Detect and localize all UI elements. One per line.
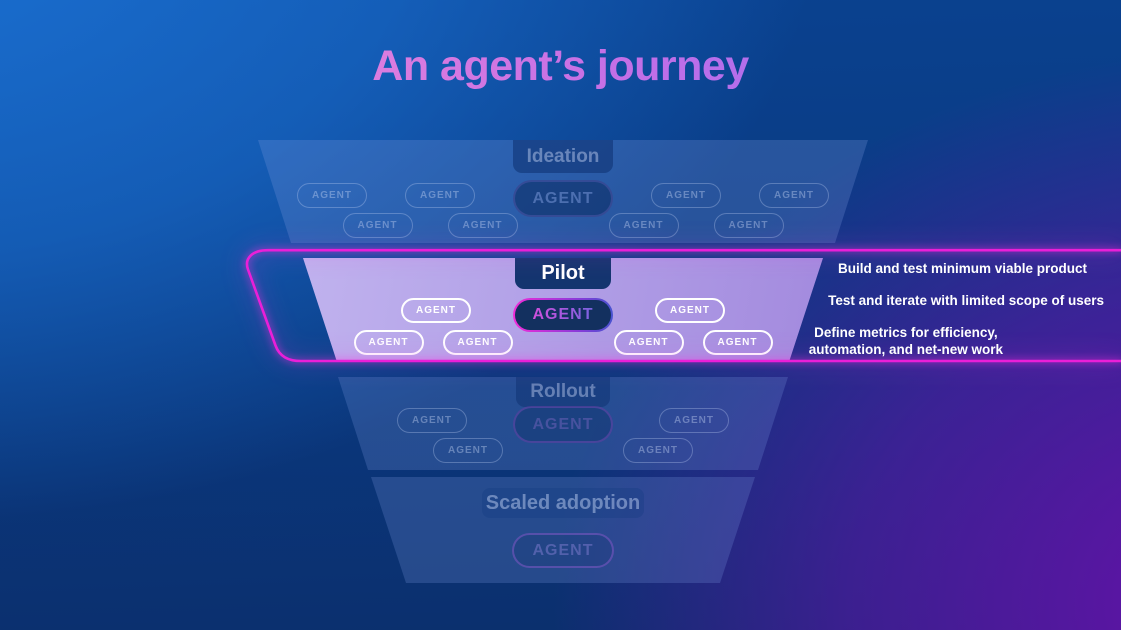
stage-label-scaled-adoption: Scaled adoption xyxy=(482,488,644,518)
annotation-define-metrics-line2: automation, and net-new work xyxy=(808,342,1003,357)
annotation-define-metrics-line1: Define metrics for efficiency, xyxy=(814,325,998,340)
annotation-define-metrics: Define metrics for efficiency, automatio… xyxy=(809,324,1003,358)
agent-pill-highlighted: AGENT xyxy=(513,298,613,332)
agent-pill-center: AGENT xyxy=(513,406,613,443)
agent-pill: AGENT xyxy=(297,183,367,208)
agent-pill: AGENT xyxy=(609,213,679,238)
agent-pill: AGENT xyxy=(448,213,518,238)
stage-label-pilot: Pilot xyxy=(515,258,611,289)
agent-pill: AGENT xyxy=(759,183,829,208)
agent-pill: AGENT xyxy=(397,408,467,433)
funnel-stage-ideation: Ideation AGENT AGENT AGENT AGENT AGENT A… xyxy=(258,140,868,243)
funnel-stage-scaled-adoption: Scaled adoption AGENT xyxy=(371,477,755,583)
agent-pill-center: AGENT xyxy=(512,533,614,568)
agent-pill: AGENT xyxy=(703,330,773,355)
agent-pill: AGENT xyxy=(354,330,424,355)
agent-pill: AGENT xyxy=(343,213,413,238)
agent-pill-rows: AGENT AGENT AGENT AGENT AGENT AGENT AGEN… xyxy=(258,180,868,238)
slide-title: An agent’s journey xyxy=(0,42,1121,91)
agent-pill-highlighted-label: AGENT xyxy=(532,306,594,323)
agent-pill: AGENT xyxy=(714,213,784,238)
funnel-stage-rollout: Rollout AGENT AGENT AGENT AGENT AGENT xyxy=(338,377,788,470)
agent-pill: AGENT xyxy=(651,183,721,208)
agent-pill: AGENT xyxy=(655,298,725,323)
funnel-stage-pilot: Pilot AGENT AGENT AGENT AGENT AGENT AGEN… xyxy=(303,258,823,362)
annotation-build-test: Build and test minimum viable product xyxy=(837,261,1087,276)
agent-pill-rows: AGENT AGENT AGENT AGENT AGENT AGENT AGEN… xyxy=(303,298,823,355)
annotation-test-iterate: Test and iterate with limited scope of u… xyxy=(828,293,1104,308)
agent-pill: AGENT xyxy=(614,330,684,355)
agent-pill: AGENT xyxy=(443,330,513,355)
agent-pill: AGENT xyxy=(433,438,503,463)
agent-pill: AGENT xyxy=(405,183,475,208)
agent-pill: AGENT xyxy=(659,408,729,433)
agent-pill: AGENT xyxy=(401,298,471,323)
stage-label-ideation: Ideation xyxy=(513,140,613,173)
agent-pill-center: AGENT xyxy=(513,180,613,217)
agent-pill-rows: AGENT AGENT AGENT AGENT AGENT xyxy=(338,406,788,463)
stage-label-rollout: Rollout xyxy=(516,377,610,407)
agent-pill: AGENT xyxy=(623,438,693,463)
